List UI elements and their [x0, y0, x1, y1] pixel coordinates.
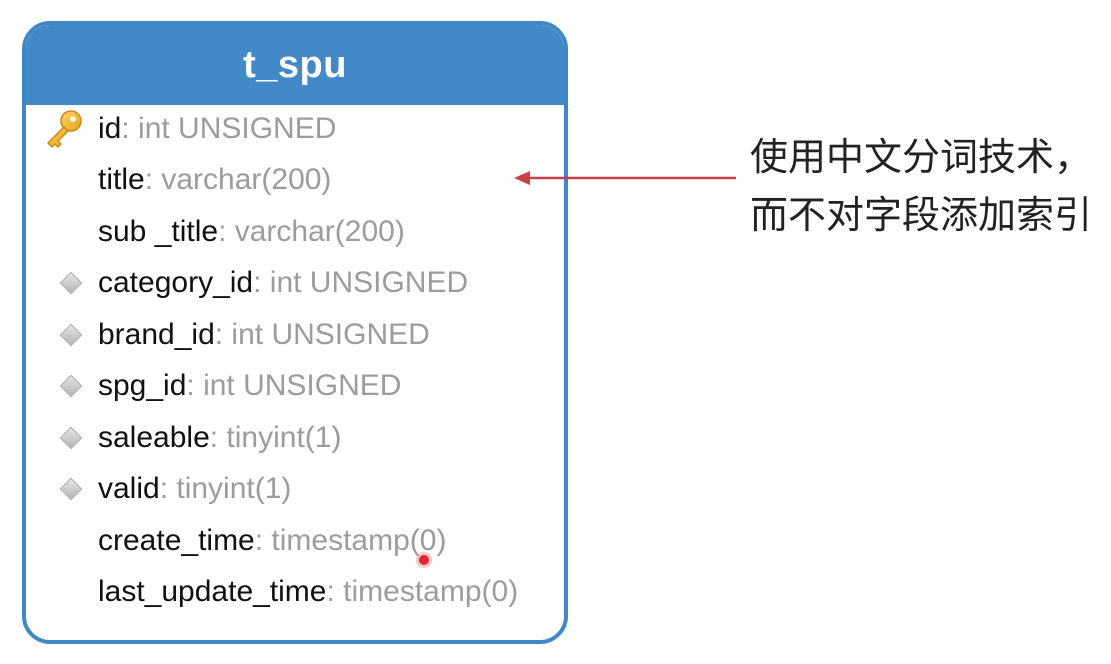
primary-key-icon: [42, 107, 86, 151]
field-type: : int UNSIGNED: [214, 317, 430, 351]
field-row-category-id: category_id: int UNSIGNED: [26, 258, 564, 310]
index-diamond-icon: [59, 374, 83, 398]
field-name: spg_id: [98, 369, 187, 403]
field-list: id: int UNSIGNED title: varchar(200) sub…: [26, 103, 564, 618]
field-type: : int UNSIGNED: [186, 369, 402, 403]
field-name: create_time: [98, 523, 255, 557]
field-type: : int UNSIGNED: [121, 111, 337, 145]
field-type: : timestamp(0): [254, 523, 447, 557]
field-type: : tinyint(1): [209, 420, 342, 454]
field-row-valid: valid: tinyint(1): [26, 464, 564, 516]
field-type: : varchar(200): [144, 163, 332, 197]
field-type: : tinyint(1): [159, 472, 292, 506]
annotation-line-1: 使用中文分词技术，: [750, 135, 1093, 179]
index-diamond-icon: [59, 426, 83, 450]
field-name: sub _title: [98, 214, 219, 248]
index-diamond-icon: [59, 271, 83, 295]
field-name: title: [98, 163, 145, 197]
field-type: : int UNSIGNED: [253, 266, 469, 300]
field-name: category_id: [98, 266, 254, 300]
field-row-last-update-time: last_update_time: timestamp(0): [26, 567, 564, 619]
field-row-brand-id: brand_id: int UNSIGNED: [26, 309, 564, 361]
field-name: last_update_time: [98, 575, 327, 609]
field-row-sub-title: sub _title: varchar(200): [26, 206, 564, 258]
cursor-indicator: [419, 555, 429, 565]
field-name: saleable: [98, 420, 210, 454]
table-title: t_spu: [26, 25, 564, 105]
annotation-note: 使用中文分词技术， 而不对字段添加索引: [750, 128, 1092, 244]
field-name: id: [98, 111, 122, 145]
annotation-line-2: 而不对字段添加索引: [750, 193, 1093, 237]
index-diamond-icon: [59, 477, 83, 501]
field-row-saleable: saleable: tinyint(1): [26, 412, 564, 464]
table-entity-t-spu: t_spu: [22, 21, 568, 644]
field-row-title: title: varchar(200): [26, 155, 564, 207]
field-row-id: id: int UNSIGNED: [26, 103, 564, 155]
field-name: brand_id: [98, 317, 215, 351]
field-type: : timestamp(0): [326, 575, 519, 609]
field-type: : varchar(200): [218, 214, 405, 248]
field-name: valid: [98, 472, 160, 506]
field-row-create-time: create_time: timestamp(0): [26, 515, 564, 567]
field-row-spg-id: spg_id: int UNSIGNED: [26, 361, 564, 413]
index-diamond-icon: [59, 323, 83, 347]
